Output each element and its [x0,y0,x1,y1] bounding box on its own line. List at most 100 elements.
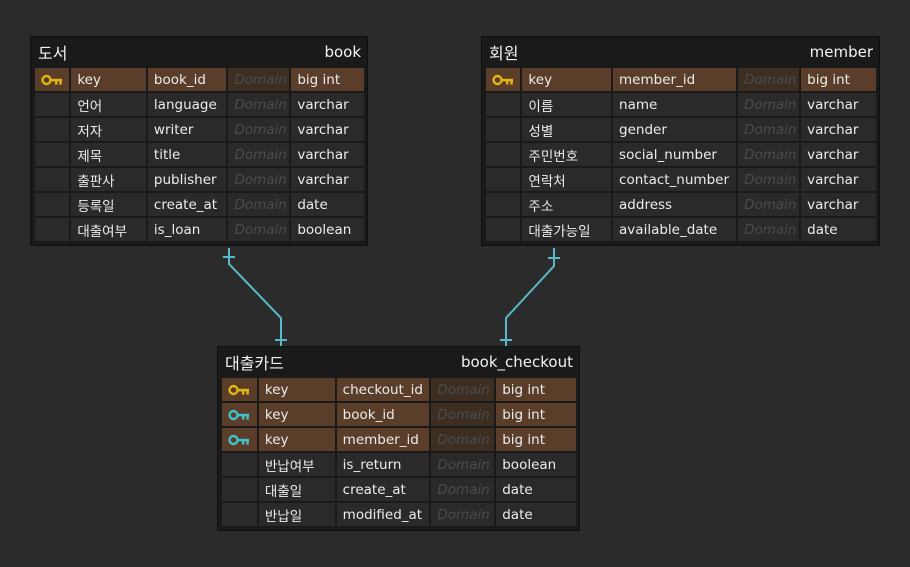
domain-cell: Domain [228,118,290,141]
data-type-cell: varchar [291,93,364,116]
foreign-key-icon [228,434,250,445]
physical-name-cell: create_at [336,478,430,501]
domain-cell: Domain [228,168,290,191]
entity-header[interactable]: 대출카드 book_checkout [218,347,579,377]
data-type-cell: date [291,193,364,216]
logical-name-cell: 주민번호 [522,143,612,166]
physical-name-cell: social_number [613,143,737,166]
physical-name-cell: create_at [147,193,227,216]
key-cell [222,403,257,426]
relationship-line-member-checkout[interactable] [505,248,555,346]
physical-name-cell: is_loan [147,218,227,241]
logical-name-cell: 등록일 [71,193,146,216]
key-cell [486,218,521,241]
key-cell [222,428,257,451]
foreign-key-icon [228,409,250,420]
key-cell [35,118,70,141]
logical-name-cell: key [522,68,612,91]
logical-name-cell: 대출가능일 [522,218,612,241]
data-type-cell: boolean [496,453,576,476]
data-type-cell: date [496,503,576,526]
key-cell [35,93,70,116]
logical-name-cell: 성별 [522,118,612,141]
entity-logical-name: 대출카드 [225,354,284,373]
data-type-cell: date [801,218,876,241]
key-cell [35,193,70,216]
logical-name-cell: 반납일 [258,503,335,526]
key-cell [35,168,70,191]
data-type-cell: varchar [291,168,364,191]
domain-cell: Domain [228,218,290,241]
key-cell [222,478,257,501]
domain-cell: Domain [431,403,495,426]
key-cell [486,193,521,216]
data-type-cell: big int [291,68,364,91]
physical-name-cell: publisher [147,168,227,191]
key-cell [486,118,521,141]
domain-cell: Domain [738,143,800,166]
data-type-cell: varchar [291,118,364,141]
logical-name-cell: key [258,428,335,451]
relationship-line-book-checkout[interactable] [228,248,282,346]
physical-name-cell: contact_number [613,168,737,191]
physical-name-cell: modified_at [336,503,430,526]
key-cell [35,218,70,241]
entity-physical-name: book_checkout [460,353,573,371]
key-cell [35,68,70,91]
logical-name-cell: 대출여부 [71,218,146,241]
domain-cell: Domain [738,118,800,141]
logical-name-cell: 반납여부 [258,453,335,476]
domain-cell: Domain [228,68,290,91]
physical-name-cell: book_id [147,68,227,91]
key-cell [222,503,257,526]
logical-name-cell: key [258,403,335,426]
logical-name-cell: 대출일 [258,478,335,501]
data-type-cell: varchar [801,168,876,191]
domain-cell: Domain [738,93,800,116]
data-type-cell: big int [496,403,576,426]
key-cell [222,453,257,476]
logical-name-cell: 출판사 [71,168,146,191]
physical-name-cell: title [147,143,227,166]
entity-footer [31,242,367,245]
physical-name-cell: member_id [613,68,737,91]
data-type-cell: date [496,478,576,501]
physical-name-cell: writer [147,118,227,141]
primary-key-icon [228,384,250,395]
physical-name-cell: language [147,93,227,116]
data-type-cell: varchar [801,143,876,166]
physical-name-cell: name [613,93,737,116]
domain-cell: Domain [228,193,290,216]
domain-cell: Domain [738,218,800,241]
logical-name-cell: 언어 [71,93,146,116]
domain-cell: Domain [228,93,290,116]
key-cell [486,68,521,91]
